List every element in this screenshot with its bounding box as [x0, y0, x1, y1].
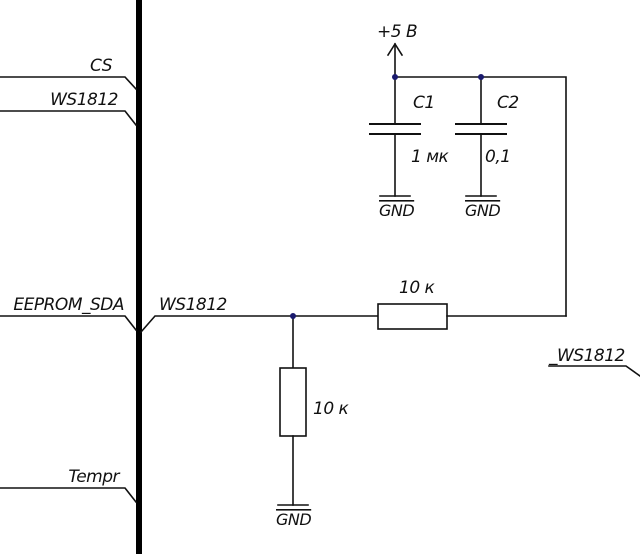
- net-tempr: Tempr: [0, 467, 138, 504]
- cs-label: CS: [90, 56, 113, 76]
- ws-mid-bus-entry: [139, 315, 379, 334]
- ws-top-wire: [0, 110, 138, 127]
- net-ws1812-mid: WS1812: [139, 295, 379, 334]
- capacitor-c1: C1 1 мк GND: [369, 76, 450, 220]
- tempr-wire: [0, 487, 138, 504]
- c1-value: 1 мк: [411, 147, 450, 167]
- ws-top-label: WS1812: [50, 90, 118, 110]
- ws-mid-label: WS1812: [159, 295, 227, 315]
- net-ws1812-right: _WS1812: [548, 346, 640, 377]
- resistor-series-value: 10 к: [399, 278, 436, 298]
- junction-dot-c2: [478, 74, 484, 80]
- power-return-wire: [394, 76, 567, 317]
- c1-ref: C1: [413, 93, 435, 113]
- power-arrow-icon: [386, 42, 404, 57]
- junction-dot-c1: [392, 74, 398, 80]
- c2-value: 0,1: [485, 147, 511, 167]
- cs-wire: [0, 76, 138, 91]
- power-5v: +5 В: [377, 22, 418, 78]
- ws-right-wire: [548, 365, 640, 377]
- resistor-series-body: [377, 303, 448, 330]
- ws-right-label: _WS1812: [548, 346, 625, 366]
- junction-dot-pulldown: [290, 313, 296, 319]
- eeprom-sda-wire: [0, 315, 138, 332]
- net-cs: CS: [0, 56, 138, 91]
- c2-ground-label: GND: [465, 201, 500, 220]
- resistor-pulldown-body: [279, 367, 307, 437]
- c1-ground-label: GND: [379, 201, 414, 220]
- tempr-label: Tempr: [68, 467, 120, 487]
- capacitor-c2: C2 0,1 GND: [455, 76, 519, 220]
- resistor-series: 10 к: [377, 278, 567, 330]
- pulldown-ground-label: GND: [276, 510, 311, 529]
- c2-ref: C2: [497, 93, 519, 113]
- eeprom-sda-label: EEPROM_SDA: [13, 295, 124, 315]
- net-eeprom-sda: EEPROM_SDA: [0, 295, 138, 332]
- resistor-pulldown-value: 10 к: [313, 399, 350, 419]
- resistor-pulldown: 10 к GND: [276, 315, 350, 529]
- net-ws1812-top: WS1812: [0, 90, 138, 127]
- power-label: +5 В: [377, 22, 417, 42]
